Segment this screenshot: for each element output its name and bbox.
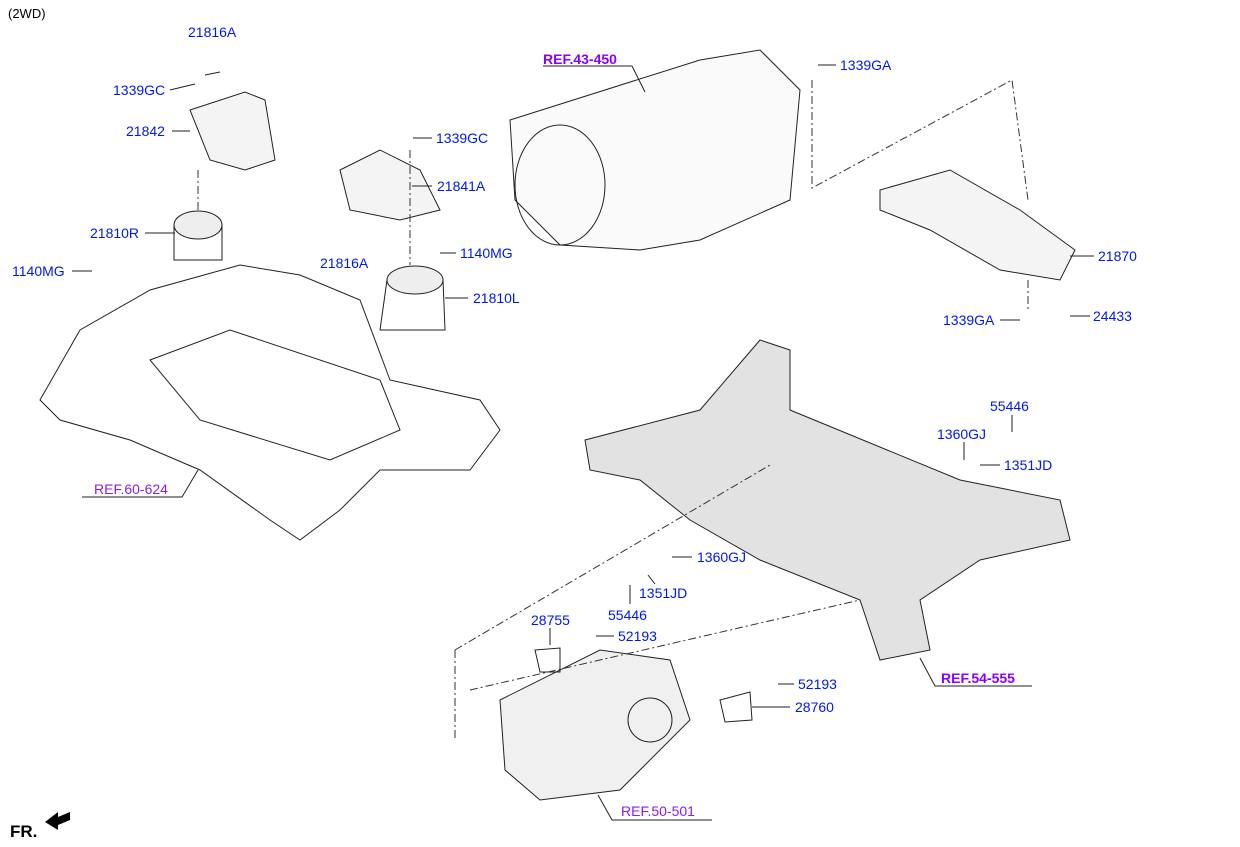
part-label-1360GJ[interactable]: 1360GJ xyxy=(937,426,987,442)
part-label-21816A[interactable]: 21816A xyxy=(320,255,369,271)
rear-subframe xyxy=(584,339,1071,661)
part-label-1140MG[interactable]: 1140MG xyxy=(12,263,65,279)
part-label-21810R[interactable]: 21810R xyxy=(90,225,140,241)
ref-link-54-555[interactable]: REF.54-555 xyxy=(941,670,1015,686)
part-label-1339GC[interactable]: 1339GC xyxy=(113,82,166,98)
part-label-21870[interactable]: 21870 xyxy=(1098,248,1137,264)
ref-link-50-501[interactable]: REF.50-501 xyxy=(621,803,695,819)
bracket-21841A xyxy=(339,149,441,221)
part-label-21810L[interactable]: 21810L xyxy=(473,290,520,306)
part-label-21842[interactable]: 21842 xyxy=(126,123,165,139)
part-label-52193[interactable]: 52193 xyxy=(618,628,657,644)
front-subframe xyxy=(39,264,501,541)
front-arrow-icon xyxy=(45,812,70,830)
ref-link-60-624[interactable]: REF.60-624 xyxy=(94,481,168,497)
crossmember-21870 xyxy=(879,169,1076,281)
part-label-1339GA[interactable]: 1339GA xyxy=(943,312,995,328)
part-label-28755[interactable]: 28755 xyxy=(531,612,570,628)
part-label-21816A[interactable]: 21816A xyxy=(188,24,237,40)
part-label-1339GC[interactable]: 1339GC xyxy=(436,130,489,146)
part-label-55446[interactable]: 55446 xyxy=(990,398,1029,414)
part-label-1351JD[interactable]: 1351JD xyxy=(1004,457,1053,473)
transmission xyxy=(509,49,801,251)
ref-link-43-450[interactable]: REF.43-450 xyxy=(543,51,617,67)
part-label-52193[interactable]: 52193 xyxy=(798,676,837,692)
part-label-55446[interactable]: 55446 xyxy=(608,607,647,623)
front-indicator: FR. xyxy=(10,822,38,841)
part-label-28760[interactable]: 28760 xyxy=(795,699,834,715)
differential xyxy=(499,649,691,801)
bracket-21842 xyxy=(189,91,276,171)
part-label-1360GJ[interactable]: 1360GJ xyxy=(697,549,747,565)
part-label-1140MG[interactable]: 1140MG xyxy=(460,245,513,261)
part-label-1339GA[interactable]: 1339GA xyxy=(840,57,892,73)
part-label-24433[interactable]: 24433 xyxy=(1093,308,1132,324)
variant-label: (2WD) xyxy=(8,6,46,21)
part-label-1351JD[interactable]: 1351JD xyxy=(639,585,688,601)
part-label-21841A[interactable]: 21841A xyxy=(437,178,486,194)
